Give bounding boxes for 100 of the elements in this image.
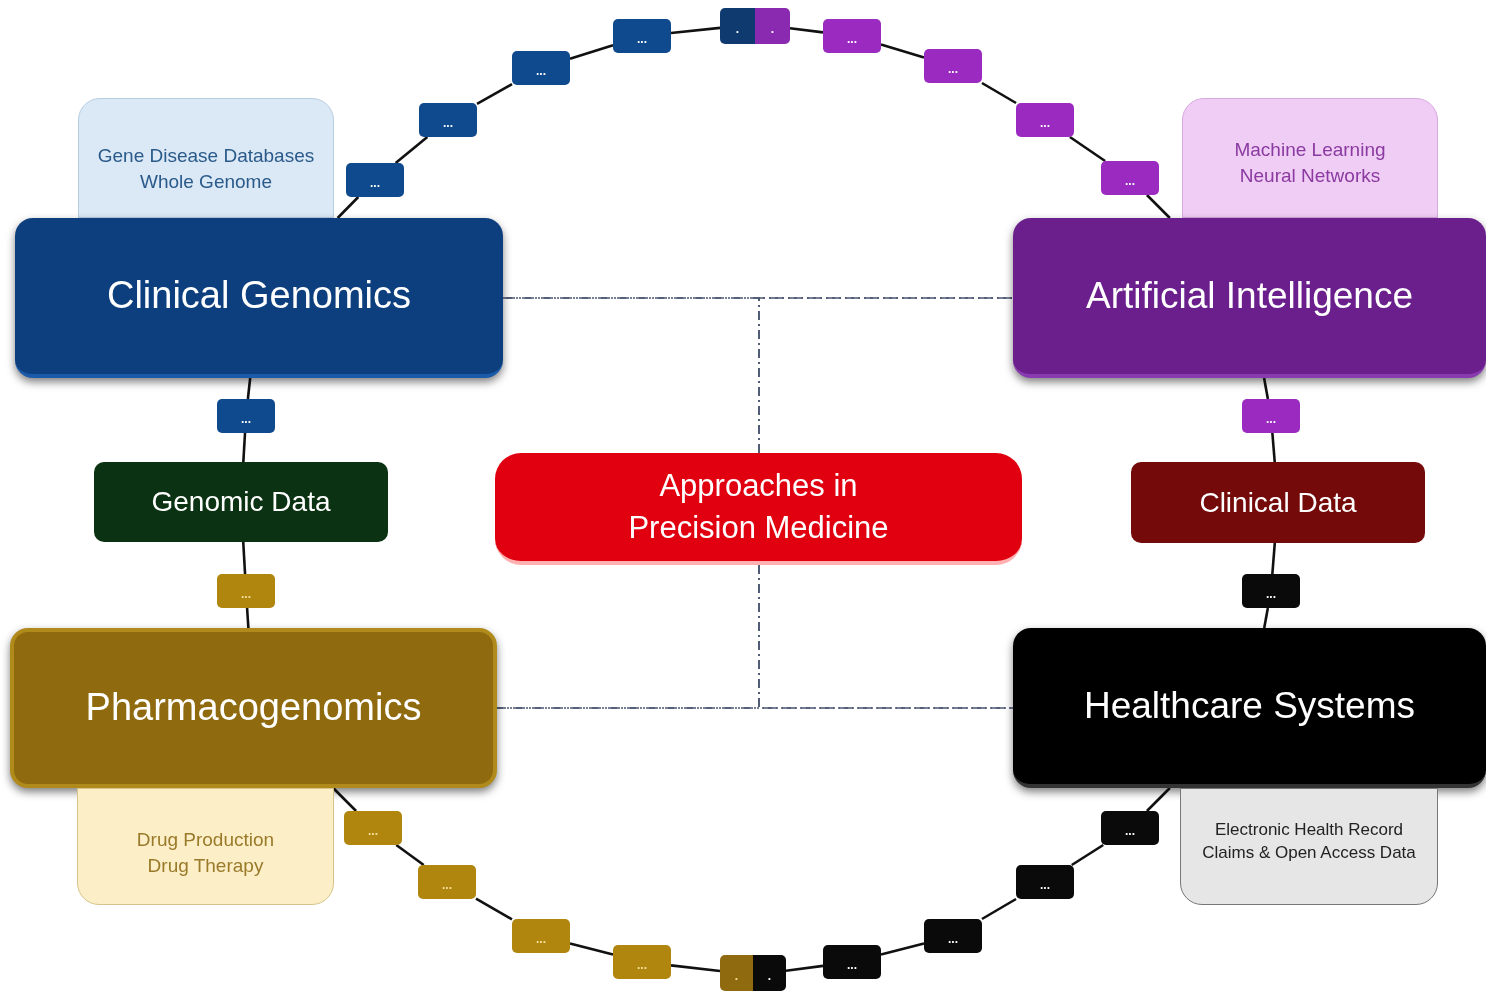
chip-box xyxy=(823,945,881,979)
chip-label: ... xyxy=(443,117,453,129)
node-label: Machine Learning xyxy=(1234,138,1386,162)
chip-label: ... xyxy=(637,959,647,971)
chip-label: ... xyxy=(1266,588,1276,600)
connector-line xyxy=(394,136,429,164)
chip-label: ... xyxy=(370,177,380,189)
connector-line xyxy=(789,26,824,34)
chip-box xyxy=(419,103,477,137)
chip-box xyxy=(753,955,786,991)
node-label: Neural Networks xyxy=(1239,163,1381,188)
connector-line xyxy=(981,81,1017,105)
connector-line xyxy=(336,196,360,219)
chip-box xyxy=(1242,399,1300,433)
chip-label: ... xyxy=(637,33,647,45)
info-tab xyxy=(1182,98,1438,218)
connector-line xyxy=(332,787,357,812)
chip-box xyxy=(344,811,402,845)
connector-line xyxy=(670,964,721,973)
node-label: Clinical Genomics xyxy=(106,273,412,319)
connector-line xyxy=(880,43,925,59)
connector-line xyxy=(1146,194,1171,219)
chip-label: . xyxy=(767,970,772,982)
chip-label: . xyxy=(770,23,775,35)
connector-line xyxy=(1262,377,1270,400)
chip-box xyxy=(613,945,671,979)
connector-line xyxy=(785,964,824,973)
category-box xyxy=(1013,218,1486,378)
node-label: Approaches in Precision Medicine xyxy=(627,467,890,547)
connector-line xyxy=(569,43,614,61)
info-tab xyxy=(78,98,334,218)
node-label: Pharmacogenomics xyxy=(85,685,422,731)
chip-label: . xyxy=(734,970,739,982)
chip-box xyxy=(418,865,476,899)
chip-label: ... xyxy=(1040,879,1050,891)
connector-line xyxy=(981,897,1017,921)
chip-box xyxy=(924,49,982,83)
chip-label: . xyxy=(735,23,740,35)
dash-dot-connector xyxy=(758,564,1014,709)
chip-label: ... xyxy=(536,933,546,945)
chip-box xyxy=(512,51,570,85)
chip-box xyxy=(1101,811,1159,845)
chip-box xyxy=(1016,865,1074,899)
connector-line xyxy=(1271,432,1276,463)
chip-label: ... xyxy=(536,65,546,77)
chip-box xyxy=(720,8,755,44)
connector-line xyxy=(670,26,721,35)
node-label: Electronic Health Record xyxy=(1215,819,1403,841)
connector-line xyxy=(241,541,247,575)
chip-box xyxy=(823,19,881,53)
node-label: Gene Disease Databases xyxy=(97,144,315,168)
connector-line xyxy=(242,432,247,463)
chip-label: ... xyxy=(948,63,958,75)
chip-box xyxy=(1101,161,1159,195)
connector-line xyxy=(880,942,925,956)
chip-box xyxy=(1016,103,1074,137)
connector-line xyxy=(569,942,614,956)
center-box xyxy=(495,453,1022,565)
connector-line xyxy=(1146,787,1171,812)
chip-label: ... xyxy=(241,413,251,425)
chip-label: ... xyxy=(1040,117,1050,129)
chip-label: ... xyxy=(948,933,958,945)
category-box xyxy=(15,218,503,378)
info-tab xyxy=(1180,788,1438,905)
connector-line xyxy=(246,377,252,400)
chip-label: ... xyxy=(241,588,251,600)
connector-line xyxy=(1262,607,1270,629)
category-box xyxy=(10,628,497,788)
chip-label: ... xyxy=(847,959,857,971)
connector-line xyxy=(475,897,513,921)
chip-box xyxy=(1242,574,1300,608)
chip-label: ... xyxy=(1266,413,1276,425)
connector-line xyxy=(1069,135,1106,163)
data-box xyxy=(94,462,388,542)
node-label: Drug Production xyxy=(136,828,275,852)
node-label: Claims & Open Access Data xyxy=(1202,841,1416,864)
node-label: Whole Genome xyxy=(140,169,272,194)
chip-label: ... xyxy=(1125,175,1135,187)
dash-dot-connector xyxy=(758,297,1014,454)
chip-box xyxy=(512,919,570,953)
node-label: Clinical Data xyxy=(1199,485,1357,520)
chip-box xyxy=(217,399,275,433)
chip-box xyxy=(720,955,753,991)
data-box xyxy=(1131,462,1425,543)
connector-line xyxy=(476,83,513,105)
chip-box xyxy=(346,163,404,197)
chip-box xyxy=(755,8,790,44)
info-tab xyxy=(77,788,334,905)
connector-line xyxy=(245,607,250,629)
node-label: Drug Therapy xyxy=(147,853,264,878)
connector-line xyxy=(395,843,425,867)
chip-box xyxy=(924,919,982,953)
category-box xyxy=(1013,628,1486,788)
chip-label: ... xyxy=(847,33,857,45)
chip-box xyxy=(613,19,671,53)
node-label: Genomic Data xyxy=(151,485,331,520)
connector-line xyxy=(1271,542,1277,575)
chip-label: ... xyxy=(442,879,452,891)
chip-box xyxy=(217,574,275,608)
chip-label: ... xyxy=(1125,825,1135,837)
